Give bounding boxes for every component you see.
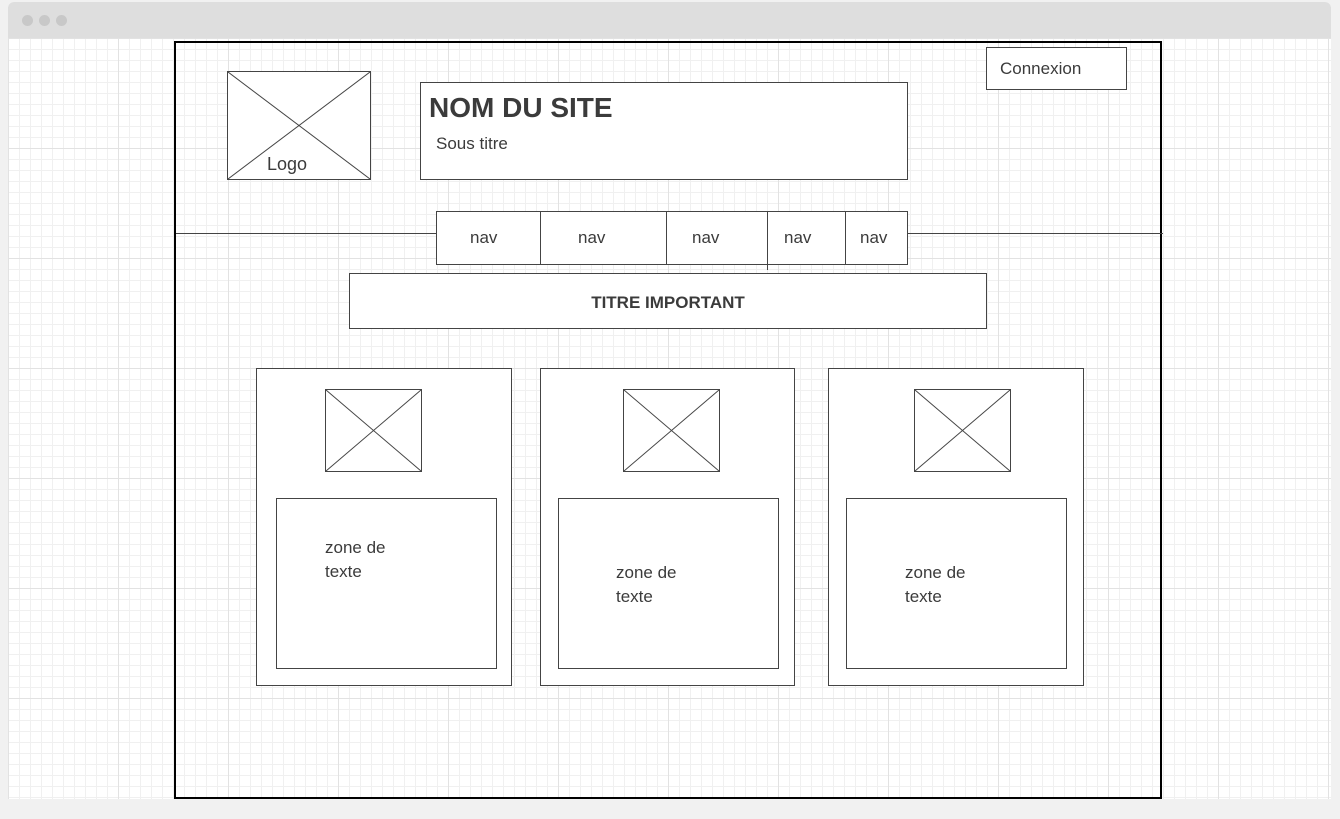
nav-divider xyxy=(845,211,846,265)
nav-divider xyxy=(540,211,541,265)
nav-bar xyxy=(436,211,908,265)
logo-placeholder[interactable]: Logo xyxy=(227,71,371,180)
image-placeholder-icon xyxy=(228,72,370,179)
page-frame xyxy=(174,41,1162,799)
nav-rule-right xyxy=(908,233,1163,234)
card-3-text-line2: texte xyxy=(905,587,942,606)
nav-item-4[interactable]: nav xyxy=(784,228,812,247)
card-3-image xyxy=(914,389,1011,472)
nav-rule-left xyxy=(176,233,436,234)
image-placeholder-icon xyxy=(915,390,1010,471)
card-2-image xyxy=(623,389,720,472)
window-control-dot-maximize[interactable] xyxy=(56,15,67,26)
nav-item-3[interactable]: nav xyxy=(692,228,720,247)
card-3-text-line1: zone de xyxy=(905,563,966,582)
card-1-image xyxy=(325,389,422,472)
login-label: Connexion xyxy=(1000,59,1082,78)
nav-item-2[interactable]: nav xyxy=(578,228,606,247)
window-titlebar xyxy=(8,2,1331,38)
window-control-dot-close[interactable] xyxy=(22,15,33,26)
site-header-box: NOM DU SITE Sous titre xyxy=(420,82,908,180)
card-1-text-line1: zone de xyxy=(325,538,386,557)
card-2-text-line1: zone de xyxy=(616,563,677,582)
card-2-text-zone[interactable]: zone de texte xyxy=(558,498,779,669)
logo-label: Logo xyxy=(267,154,308,174)
window-control-dot-minimize[interactable] xyxy=(39,15,50,26)
image-placeholder-icon xyxy=(624,390,719,471)
card-1-text-zone[interactable]: zone de texte xyxy=(276,498,497,669)
site-name: NOM DU SITE xyxy=(429,92,613,123)
nav-divider xyxy=(666,211,667,265)
image-placeholder-icon xyxy=(326,390,421,471)
important-title: TITRE IMPORTANT xyxy=(591,293,745,312)
nav-item-5[interactable]: nav xyxy=(860,228,888,247)
important-title-box: TITRE IMPORTANT xyxy=(349,273,987,329)
card-1-text-line2: texte xyxy=(325,562,362,581)
site-subtitle: Sous titre xyxy=(436,134,508,153)
card-2-text-line2: texte xyxy=(616,587,653,606)
nav-item-1[interactable]: nav xyxy=(470,228,498,247)
login-button[interactable]: Connexion xyxy=(986,47,1127,90)
card-3-text-zone[interactable]: zone de texte xyxy=(846,498,1067,669)
nav-divider xyxy=(767,211,768,270)
